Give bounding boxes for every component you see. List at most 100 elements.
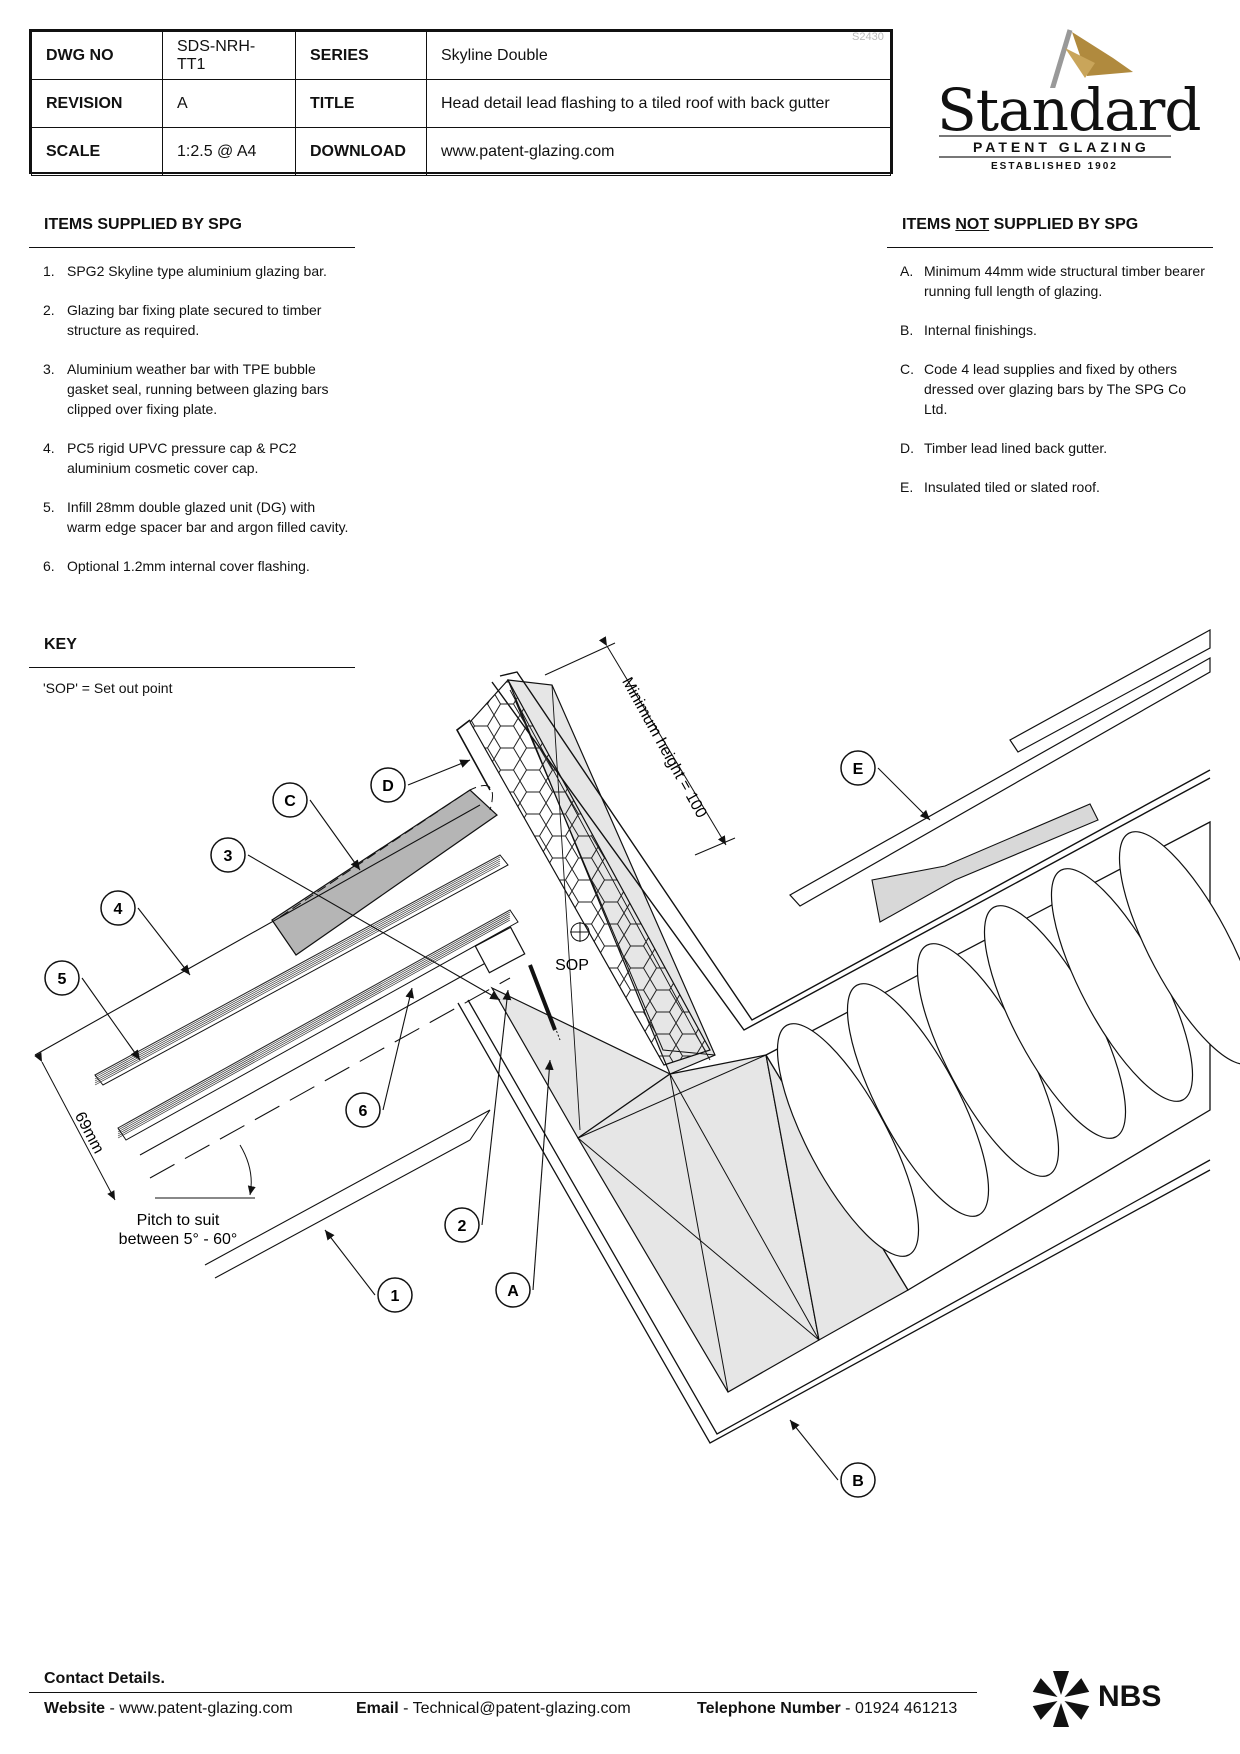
callout-leader <box>532 1059 554 1291</box>
list-item: 4. PC5 rigid UPVC pressure cap & PC2 alum… <box>43 438 353 478</box>
list-item-number: 4. <box>43 440 55 456</box>
pitch-label-line1: Pitch to suit <box>137 1212 220 1229</box>
pitch-label-line2: between 5° - 60° <box>119 1231 238 1248</box>
download-link[interactable]: www.patent-glazing.com <box>426 127 891 176</box>
sop-label: SOP <box>555 957 589 974</box>
callout-circle <box>840 750 876 786</box>
footer-rule <box>29 1692 977 1693</box>
glass-hatch-line <box>94 864 501 1086</box>
list-item-number: D. <box>900 440 914 456</box>
list-item: 2.Glazing bar fixing plate secured to ti… <box>43 300 353 340</box>
not-supplied-list: A.Minimum 44mm wide structural timber be… <box>900 261 1210 516</box>
list-item-text: Code 4 lead supplies and fixed by others… <box>924 361 1186 417</box>
list-item-number: A. <box>900 263 914 279</box>
website-link[interactable]: www.patent-glazing.com <box>119 1700 293 1717</box>
glass-hatch <box>94 854 511 1139</box>
phone-sep: - <box>845 1700 851 1717</box>
list-item-number: 3. <box>43 361 55 377</box>
callout-4: 4 <box>100 890 191 976</box>
glass-hatch-line <box>94 854 501 1076</box>
list-item-text: Timber lead lined back gutter. <box>924 440 1108 456</box>
callout-label: E <box>853 761 864 778</box>
list-item: A.Minimum 44mm wide structural timber be… <box>900 261 1210 301</box>
phone-label: Telephone Number <box>697 1700 841 1717</box>
list-item: 5.Infill 28mm double glazed unit (DG) wi… <box>43 497 353 537</box>
glass-hatch-line <box>94 860 501 1082</box>
callout-b: B <box>789 1419 876 1498</box>
email-link[interactable]: Technical@patent-glazing.com <box>412 1700 631 1717</box>
list-item-number: 1. <box>43 263 55 279</box>
list-item-number: 2. <box>43 302 55 318</box>
callout-label: 1 <box>391 1288 400 1305</box>
glass-hatch-line <box>94 856 501 1078</box>
list-item-number: 5. <box>43 499 55 515</box>
scale-label: SCALE <box>31 127 163 176</box>
list-item: 1. SPG2 Skyline type aluminium glazing ba… <box>43 261 353 281</box>
list-item: E.Insulated tiled or slated roof. <box>900 477 1210 497</box>
callout-circle <box>444 1207 480 1243</box>
footer-email: Email - Technical@patent-glazing.com <box>356 1700 631 1718</box>
website-sep: - <box>109 1700 115 1717</box>
callout-3: 3 <box>210 837 501 1001</box>
callout-label: A <box>507 1283 519 1300</box>
not-supplied-heading: ITEMS NOT SUPPLIED BY SPG <box>902 216 1138 234</box>
callout-label: 5 <box>58 971 67 988</box>
glass-hatch-line <box>94 858 501 1080</box>
callout-6: 6 <box>345 987 414 1128</box>
list-item-text: Aluminium weather bar with TPE bubble ga… <box>67 361 329 417</box>
glass-hatch-line <box>117 911 511 1131</box>
email-sep: - <box>403 1700 409 1717</box>
callout-leader <box>789 1419 839 1481</box>
callout-5: 5 <box>44 960 141 1061</box>
dim-69mm-label: 69mm <box>71 1109 107 1156</box>
dwg-no-label: DWG NO <box>31 31 163 80</box>
min-height-label: Minimum height = 100 <box>618 675 709 821</box>
key-heading: KEY <box>44 636 77 653</box>
callout-leader <box>382 987 414 1111</box>
list-item-text: PC5 rigid UPVC pressure cap & PC2 alumin… <box>67 440 297 476</box>
callout-e: E <box>840 750 931 821</box>
glass-hatch-line <box>117 913 511 1133</box>
supplied-list: 1. SPG2 Skyline type aluminium glazing ba… <box>43 261 353 595</box>
callout-circle <box>495 1272 531 1308</box>
logo-subtitle: PATENT GLAZING <box>973 139 1150 155</box>
logo-wordmark: Standard <box>937 76 1202 144</box>
roof-tiles <box>776 628 1240 1257</box>
lead-flashing <box>271 789 498 956</box>
standard-patent-glazing-logo: Standard PATENT GLAZING ESTABLISHED 1902 <box>935 28 1202 178</box>
dwg-no-value: SDS-NRH-TT1 <box>162 31 296 80</box>
glass-hatch-line <box>117 917 511 1137</box>
callout-label: 2 <box>458 1218 467 1235</box>
lead-dressing-line <box>279 785 493 918</box>
internal-finishing <box>457 999 1211 1444</box>
fixing-plate-and-screw <box>474 922 590 1041</box>
not-supplied-rule <box>887 247 1213 248</box>
callout-label: C <box>284 793 296 810</box>
callout-leader <box>137 907 191 976</box>
list-item: 6.Optional 1.2mm internal cover flashing… <box>43 556 353 576</box>
drawing-stamp: S2430 <box>852 31 884 43</box>
list-item-text: SPG2 Skyline type aluminium glazing bar. <box>67 263 327 279</box>
list-item: D. Timber lead lined back gutter. <box>900 438 1210 458</box>
callout-1: 1 <box>324 1229 413 1313</box>
nbs-logo: NBS <box>1030 1668 1161 1732</box>
nbs-flower-icon <box>1032 1671 1090 1727</box>
list-item: B.Internal finishings. <box>900 320 1210 340</box>
email-label: Email <box>356 1700 399 1717</box>
title-row: DWG NO SDS-NRH-TT1 SERIES Skyline Double <box>31 31 891 80</box>
supplied-heading: ITEMS SUPPLIED BY SPG <box>44 216 242 233</box>
callout-label: 3 <box>224 848 233 865</box>
list-item-number: B. <box>900 322 914 338</box>
callout-c: C <box>272 782 361 871</box>
callout-circle <box>377 1277 413 1313</box>
footer-website: Website - www.patent-glazing.com <box>44 1700 293 1718</box>
callout-leader <box>481 989 512 1226</box>
website-label: Website <box>44 1700 106 1717</box>
thickness-dimension: 69mm <box>34 1052 116 1201</box>
list-item: C.Code 4 lead supplies and fixed by othe… <box>900 359 1210 419</box>
glass-hatch-line <box>117 915 511 1135</box>
callout-circle <box>345 1092 381 1128</box>
title-block: DWG NO SDS-NRH-TT1 SERIES Skyline Double… <box>29 29 893 176</box>
list-item-number: 6. <box>43 558 55 574</box>
logo-rule <box>939 135 1171 137</box>
